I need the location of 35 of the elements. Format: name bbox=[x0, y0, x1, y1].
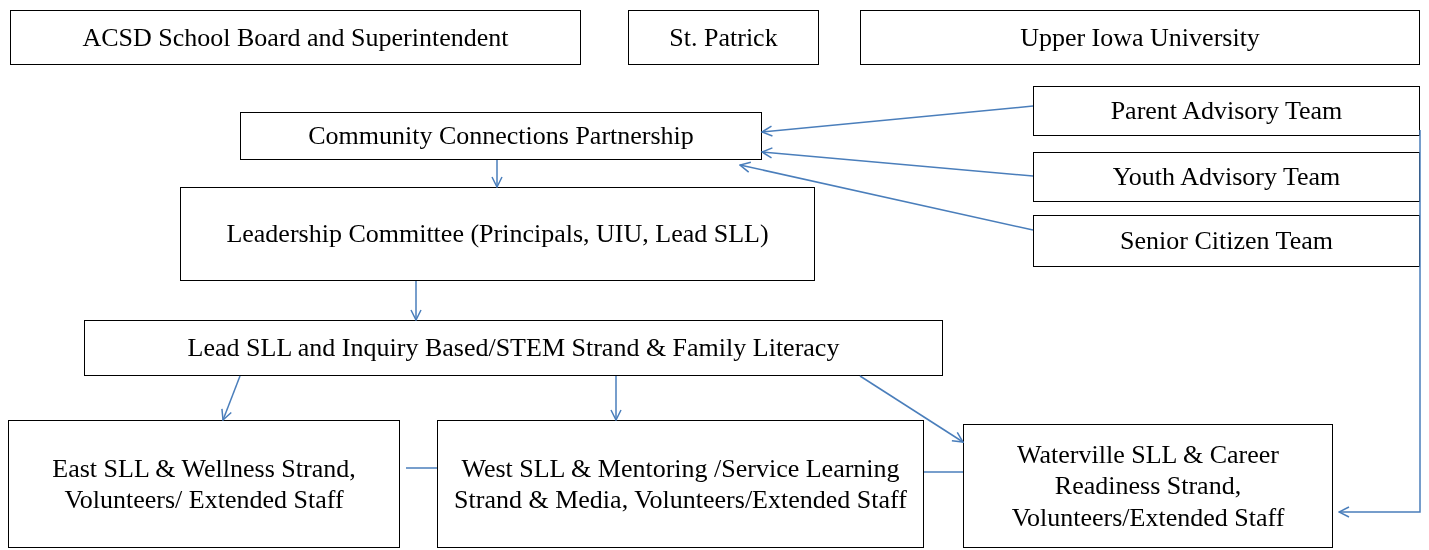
org-box bbox=[1033, 152, 1420, 202]
org-box bbox=[1033, 215, 1420, 267]
arrow bbox=[610, 375, 622, 421]
arrow bbox=[221, 375, 241, 421]
arrow bbox=[761, 147, 1034, 177]
box-label: Senior Citizen Team bbox=[1120, 225, 1333, 257]
arrow bbox=[739, 161, 1034, 231]
box-label: Waterville SLL & Career Readiness Strand, Volunteers/Extended Staff bbox=[1010, 439, 1286, 533]
box-label: ACSD School Board and Superintendent bbox=[82, 21, 509, 54]
arrow bbox=[761, 105, 1034, 137]
org-box bbox=[240, 112, 762, 160]
box-label: Youth Advisory Team bbox=[1112, 161, 1341, 193]
box-label: Community Connections Partnership bbox=[308, 120, 694, 152]
box-label: Parent Advisory Team bbox=[1110, 95, 1343, 127]
arrow bbox=[491, 159, 503, 188]
connector-line bbox=[405, 467, 438, 469]
connector-line bbox=[923, 471, 964, 473]
org-box bbox=[8, 420, 400, 548]
box-label: St. Patrick bbox=[669, 21, 778, 54]
org-box bbox=[628, 10, 819, 65]
box-label: Leadership Committee (Principals, UIU, Lead SLL) bbox=[226, 218, 769, 250]
box-label: East SLL & Wellness Strand, Volunteers/ Extended Staff bbox=[51, 452, 357, 516]
arrow bbox=[410, 280, 422, 321]
box-label: Lead SLL and Inquiry Based/STEM Strand & Family Literacy bbox=[187, 332, 840, 364]
box-label: West SLL & Mentoring /Service Learning Strand & Media, Volunteers/Extended Staff bbox=[453, 452, 908, 516]
box-label: Upper Iowa University bbox=[1020, 21, 1260, 54]
org-box bbox=[84, 320, 943, 376]
arrow bbox=[1338, 129, 1421, 518]
org-box bbox=[437, 420, 924, 548]
org-box bbox=[860, 10, 1420, 65]
org-box bbox=[180, 187, 815, 281]
org-box bbox=[1033, 86, 1420, 136]
arrow bbox=[859, 375, 964, 443]
org-box bbox=[10, 10, 581, 65]
org-box bbox=[963, 424, 1333, 548]
